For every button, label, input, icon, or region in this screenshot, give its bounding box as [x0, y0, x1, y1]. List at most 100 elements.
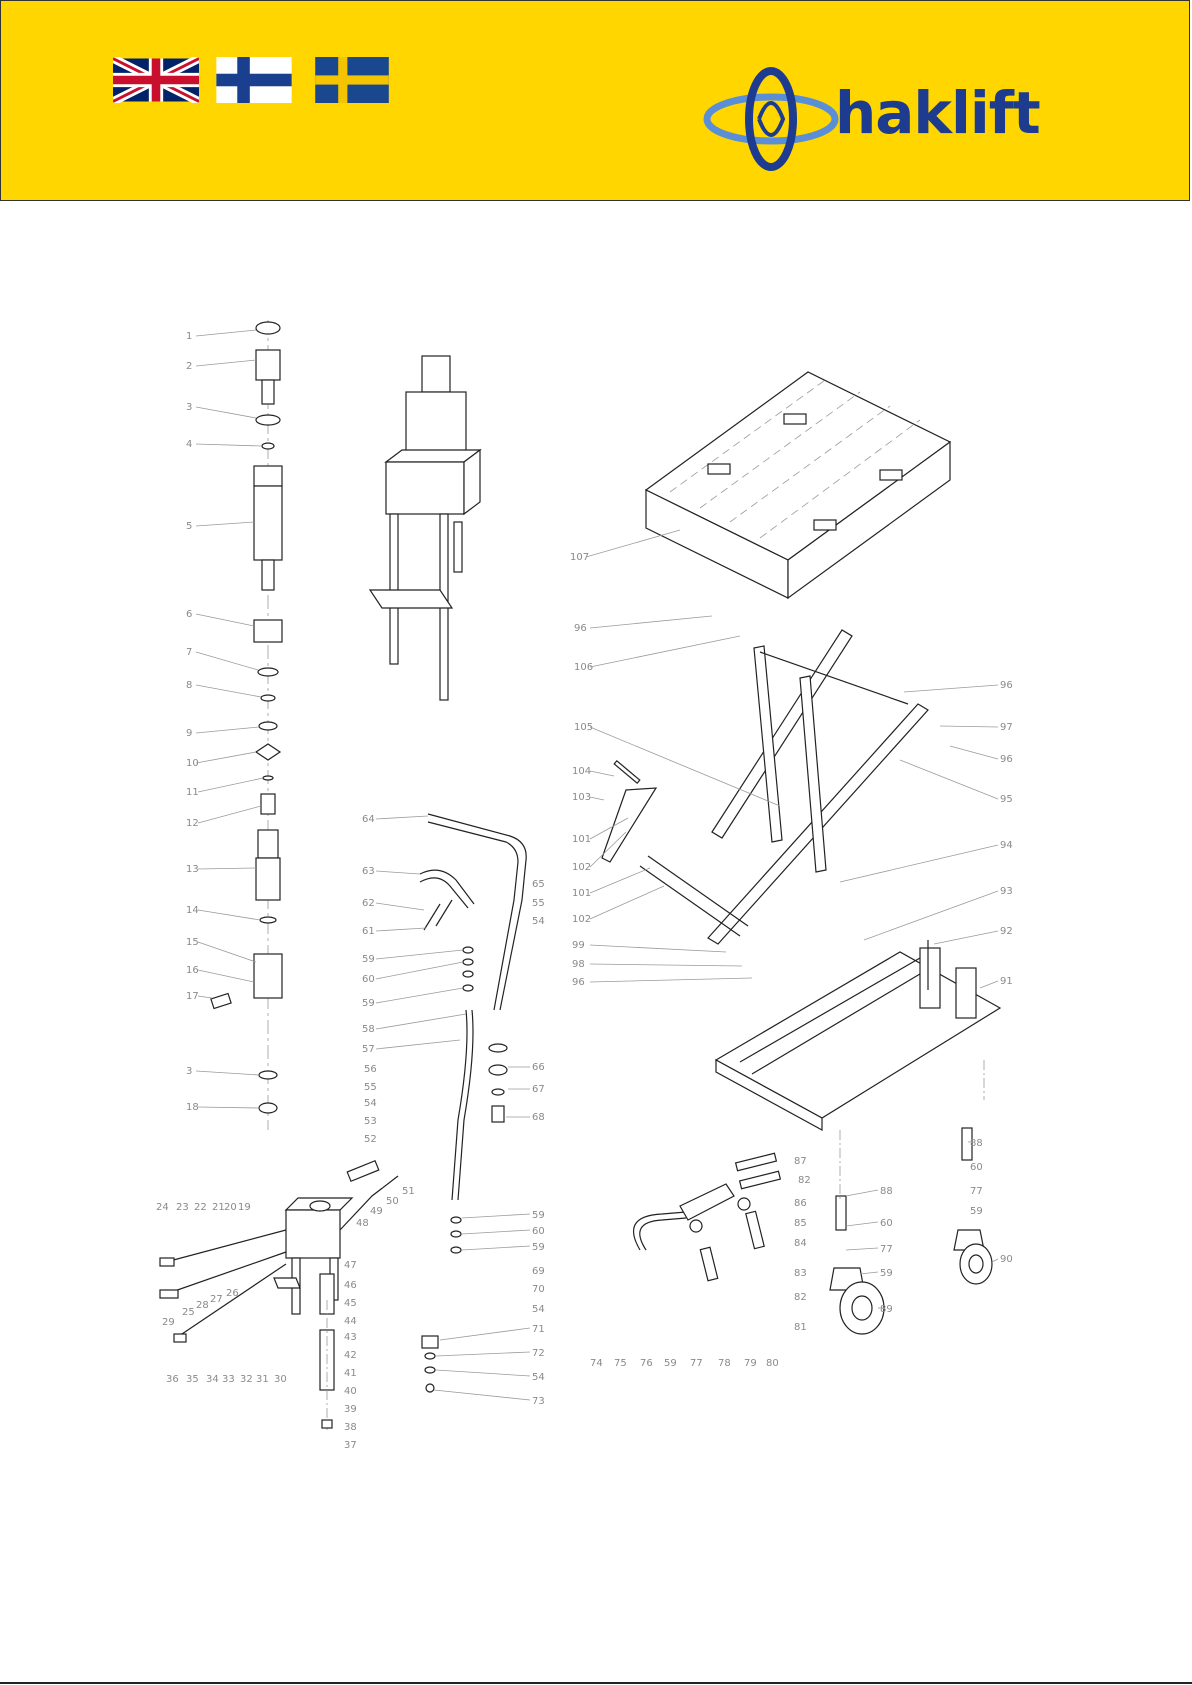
svg-text:14: 14 — [186, 905, 199, 916]
svg-text:48: 48 — [356, 1218, 369, 1229]
svg-text:60: 60 — [970, 1162, 983, 1173]
svg-text:30: 30 — [274, 1374, 287, 1385]
tray-platform — [644, 371, 952, 600]
svg-text:59: 59 — [532, 1210, 545, 1221]
svg-text:56: 56 — [364, 1064, 377, 1075]
svg-text:40: 40 — [344, 1386, 357, 1397]
uk-flag-icon[interactable] — [113, 57, 199, 103]
svg-text:26: 26 — [226, 1288, 239, 1299]
svg-text:31: 31 — [256, 1374, 269, 1385]
svg-text:71: 71 — [532, 1324, 545, 1335]
svg-text:13: 13 — [186, 864, 199, 875]
svg-text:17: 17 — [186, 991, 199, 1002]
handle-labels: 64 63 62 61 59 60 59 58 57 65 55 54 66 6… — [362, 814, 545, 1407]
svg-text:102: 102 — [572, 862, 591, 873]
svg-text:99: 99 — [572, 940, 585, 951]
svg-text:18: 18 — [186, 1102, 199, 1113]
finland-flag-icon[interactable] — [211, 57, 297, 103]
svg-text:22: 22 — [194, 1202, 207, 1213]
svg-text:5: 5 — [186, 521, 192, 532]
svg-text:46: 46 — [344, 1280, 357, 1291]
svg-text:29: 29 — [162, 1317, 175, 1328]
svg-text:70: 70 — [532, 1284, 545, 1295]
svg-text:82: 82 — [794, 1292, 807, 1303]
svg-text:107: 107 — [570, 552, 589, 563]
svg-text:91: 91 — [1000, 976, 1013, 987]
svg-text:96: 96 — [572, 977, 585, 988]
svg-text:77: 77 — [690, 1358, 703, 1369]
svg-text:81: 81 — [794, 1322, 807, 1333]
svg-text:53: 53 — [364, 1116, 377, 1127]
svg-text:4: 4 — [186, 439, 192, 450]
svg-text:96: 96 — [574, 623, 587, 634]
svg-text:35: 35 — [186, 1374, 199, 1385]
svg-text:72: 72 — [532, 1348, 545, 1359]
svg-text:84: 84 — [794, 1238, 807, 1249]
svg-text:104: 104 — [572, 766, 591, 777]
svg-text:42: 42 — [344, 1350, 357, 1361]
svg-text:62: 62 — [362, 898, 375, 909]
svg-text:9: 9 — [186, 728, 192, 739]
svg-text:34: 34 — [206, 1374, 219, 1385]
svg-text:39: 39 — [344, 1404, 357, 1415]
svg-text:52: 52 — [364, 1134, 377, 1145]
svg-text:25: 25 — [182, 1307, 195, 1318]
svg-text:63: 63 — [362, 866, 375, 877]
svg-text:59: 59 — [532, 1242, 545, 1253]
svg-text:44: 44 — [344, 1316, 357, 1327]
svg-text:83: 83 — [794, 1268, 807, 1279]
svg-text:54: 54 — [532, 1304, 545, 1315]
svg-text:66: 66 — [532, 1062, 545, 1073]
wheel-labels: 87 82 86 85 84 83 82 81 80 79 78 77 59 7… — [590, 1138, 1013, 1369]
svg-text:11: 11 — [186, 787, 199, 798]
svg-text:90: 90 — [1000, 1254, 1013, 1265]
svg-text:95: 95 — [1000, 794, 1013, 805]
svg-text:3: 3 — [186, 1066, 192, 1077]
svg-text:94: 94 — [1000, 840, 1013, 851]
svg-text:33: 33 — [222, 1374, 235, 1385]
chassis — [714, 940, 1002, 1132]
svg-text:85: 85 — [794, 1218, 807, 1229]
svg-text:69: 69 — [532, 1266, 545, 1277]
svg-text:60: 60 — [880, 1218, 893, 1229]
svg-text:27: 27 — [210, 1294, 223, 1305]
svg-text:21: 21 — [212, 1202, 225, 1213]
svg-text:68: 68 — [532, 1112, 545, 1123]
svg-text:51: 51 — [402, 1186, 415, 1197]
svg-text:77: 77 — [880, 1244, 893, 1255]
column-labels: 1 2 3 4 5 6 7 8 9 10 11 12 13 14 15 16 1… — [186, 329, 264, 1113]
svg-text:73: 73 — [532, 1396, 545, 1407]
svg-text:65: 65 — [532, 879, 545, 890]
svg-text:82: 82 — [798, 1175, 811, 1186]
svg-text:103: 103 — [572, 792, 591, 803]
svg-text:76: 76 — [640, 1358, 653, 1369]
svg-text:77: 77 — [970, 1186, 983, 1197]
svg-text:60: 60 — [532, 1226, 545, 1237]
svg-text:10: 10 — [186, 758, 199, 769]
platform-labels: 107 96 106 96 97 96 105 104 103 101 102 … — [570, 529, 1013, 989]
base-assembly — [159, 1159, 399, 1430]
svg-text:102: 102 — [572, 914, 591, 925]
svg-text:79: 79 — [744, 1358, 757, 1369]
svg-text:60: 60 — [362, 974, 375, 985]
svg-text:97: 97 — [1000, 722, 1013, 733]
svg-text:74: 74 — [590, 1358, 603, 1369]
sweden-flag-icon[interactable] — [309, 57, 395, 103]
svg-text:54: 54 — [364, 1098, 377, 1109]
svg-text:89: 89 — [880, 1304, 893, 1315]
svg-text:88: 88 — [970, 1138, 983, 1149]
handle-assembly — [419, 813, 527, 1393]
brand-name: haklift — [835, 79, 1041, 147]
svg-text:54: 54 — [532, 1372, 545, 1383]
svg-text:43: 43 — [344, 1332, 357, 1343]
svg-text:37: 37 — [344, 1440, 357, 1451]
svg-text:101: 101 — [572, 888, 591, 899]
svg-text:105: 105 — [574, 722, 593, 733]
svg-text:106: 106 — [574, 662, 593, 673]
svg-text:38: 38 — [344, 1422, 357, 1433]
scissor-frame — [601, 629, 929, 945]
svg-text:96: 96 — [1000, 680, 1013, 691]
svg-text:55: 55 — [364, 1082, 377, 1093]
svg-text:61: 61 — [362, 926, 375, 937]
